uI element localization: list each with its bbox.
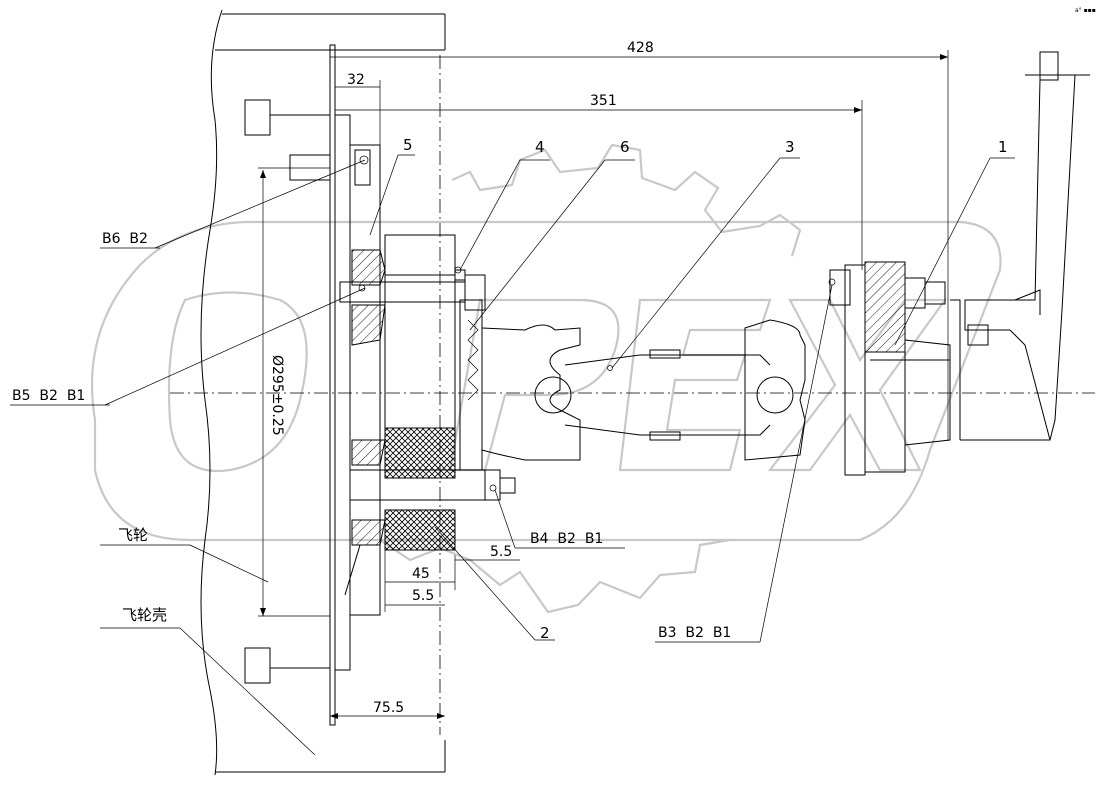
dimension-lines [260, 50, 949, 719]
part-number-5: 5 [403, 136, 413, 154]
dimension-351: 351 [590, 93, 617, 109]
fastener-group-b3-b2-b1: B3 B2 B1 [658, 625, 731, 641]
bolts [339, 149, 836, 501]
part-3-drive-shaft [481, 319, 806, 461]
fastener-group-b6-b2: B6 B2 [102, 231, 148, 247]
part-number-4: 4 [535, 138, 545, 156]
label-flywheel: 飞轮 [118, 526, 148, 544]
gearbox-housing [960, 51, 1090, 441]
flywheel-housing [200, 9, 446, 776]
dimension-75-5: 75.5 [373, 700, 404, 716]
corner-note: a° ▪▪▪ [1075, 7, 1096, 14]
part-2-rubber-coupling [384, 234, 456, 551]
part-6-plate [459, 299, 483, 471]
part-number-6: 6 [620, 138, 630, 156]
dimension-428: 428 [627, 40, 654, 56]
part-5-adapter [344, 249, 386, 596]
dimension-45: 45 [412, 566, 430, 582]
part-1-flange [829, 261, 961, 476]
dimension-diameter: Ø295±0.25 [269, 355, 285, 436]
fastener-group-b5-b2-b1: B5 B2 B1 [12, 388, 85, 404]
label-flywheel-housing: 飞轮壳 [122, 606, 167, 624]
part-number-1: 1 [998, 138, 1008, 156]
dimension-5-5-lower: 5.5 [412, 588, 434, 604]
part-number-3: 3 [785, 138, 795, 156]
part-number-2: 2 [540, 624, 550, 642]
dimension-32: 32 [347, 72, 365, 88]
fastener-group-b4-b2-b1: B4 B2 B1 [530, 531, 603, 547]
dimension-5-5-upper: 5.5 [490, 544, 512, 560]
leader-lines [10, 154, 1015, 756]
flywheel [258, 44, 381, 726]
